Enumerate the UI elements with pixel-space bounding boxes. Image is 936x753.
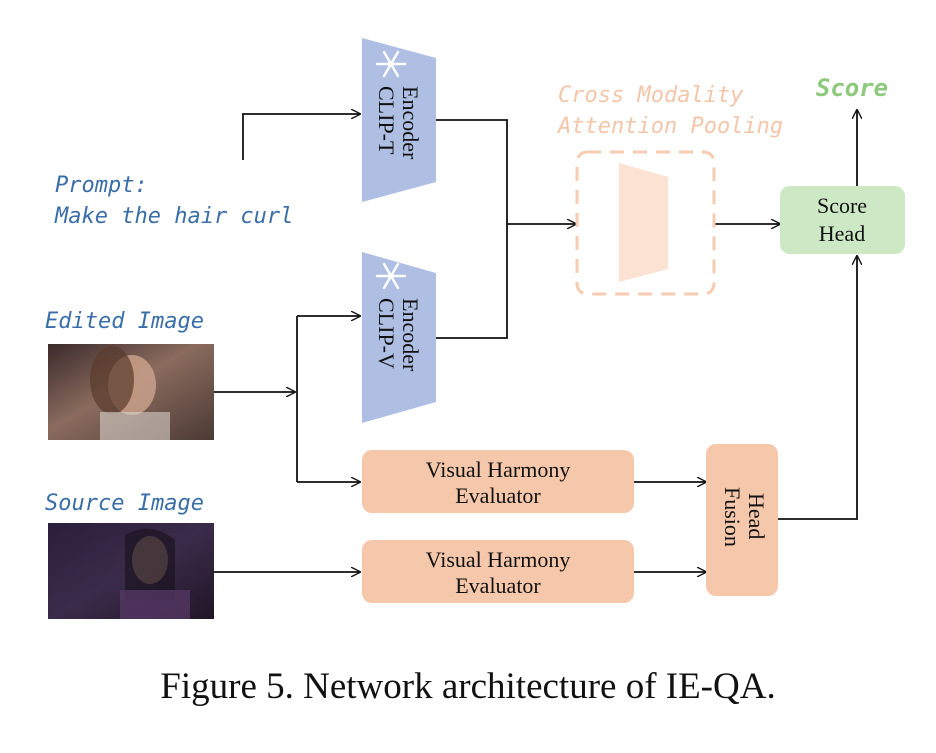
pooling-dashed-box (575, 150, 716, 296)
arrow-prompt-to-clip-t (242, 114, 360, 160)
fusion-head-line1: Fusion (720, 487, 745, 547)
snowflake-icon (375, 50, 407, 78)
pooling-title-line1: Cross Modality (558, 83, 744, 108)
clip-t-encoder-label: Encoder (398, 86, 423, 160)
clip-v-label: CLIP-V (374, 298, 399, 369)
pooling-title-line2: Attention Pooling (556, 114, 783, 139)
evaluator-top-line2: Evaluator (455, 483, 541, 508)
attention-pooling: Cross Modality Attention Pooling (556, 83, 783, 296)
evaluator-bottom: Visual Harmony Evaluator (362, 540, 634, 603)
score-head-line1: Score (817, 193, 867, 218)
clip-v-encoder: CLIP-V Encoder (362, 252, 436, 423)
fusion-head-line2: Head (744, 493, 769, 539)
clip-v-encoder-label: Encoder (398, 298, 423, 372)
edited-image-label: Edited Image (45, 309, 204, 334)
connector-clip-t-out (436, 119, 508, 339)
prompt-text: Make the hair curl (54, 204, 293, 229)
score-head-line2: Head (819, 221, 865, 246)
source-image-label: Source Image (45, 491, 204, 516)
pooling-trapezoid (619, 163, 668, 282)
fusion-head: Fusion Head (706, 444, 778, 596)
score-output-label: Score (816, 74, 888, 102)
evaluator-bottom-line2: Evaluator (455, 573, 541, 598)
score-head: Score Head (780, 186, 905, 254)
figure-caption: Figure 5. Network architecture of IE-QA. (160, 666, 776, 707)
evaluator-top: Visual Harmony Evaluator (362, 450, 634, 513)
evaluator-bottom-line1: Visual Harmony (426, 547, 571, 572)
source-image (48, 523, 214, 619)
clip-t-encoder: CLIP-T Encoder (362, 38, 436, 202)
clip-t-label: CLIP-T (374, 86, 399, 155)
evaluator-top-line1: Visual Harmony (426, 457, 571, 482)
connectors (214, 110, 857, 572)
arrow-fusion-to-score-head (778, 256, 857, 520)
edited-image (48, 344, 214, 440)
snowflake-icon (375, 262, 407, 290)
prompt-label: Prompt: (55, 173, 148, 198)
